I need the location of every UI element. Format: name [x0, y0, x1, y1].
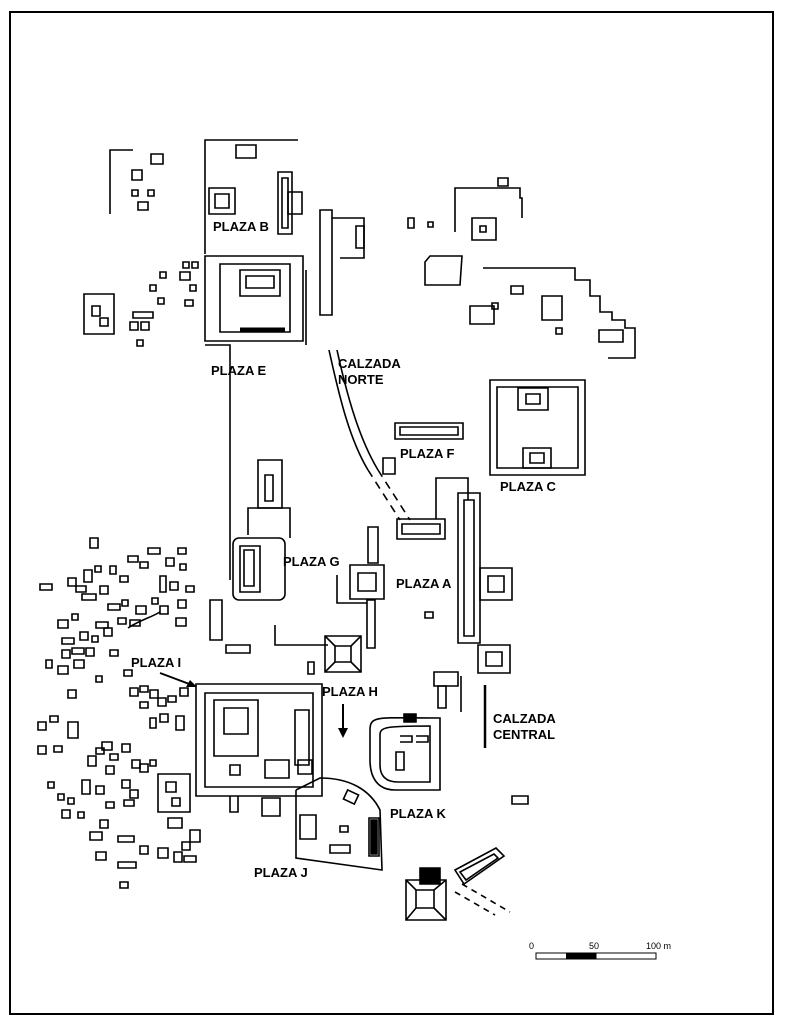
plaza-i-label: PLAZA I — [131, 655, 182, 670]
plaza-e-enclosure — [205, 256, 306, 580]
plaza-k-label: PLAZA K — [390, 806, 446, 821]
plaza-f-building — [383, 423, 463, 474]
map-frame — [10, 12, 773, 1014]
plaza-a-label: PLAZA A — [396, 576, 452, 591]
scale-tick-0: 0 — [529, 941, 535, 951]
plaza-b-enclosure — [205, 140, 302, 254]
plaza-h-arrow — [338, 704, 348, 738]
plaza-i-enclosure — [196, 684, 322, 816]
plaza-g-label: PLAZA G — [283, 554, 340, 569]
northwest-structures — [84, 150, 198, 346]
plaza-j-label: PLAZA J — [254, 865, 308, 880]
plaza-g-enclosure — [210, 460, 328, 653]
scale-tick-50: 50 — [589, 941, 600, 951]
plaza-j-enclosure — [296, 778, 382, 870]
plaza-e-label: PLAZA E — [211, 363, 267, 378]
scale-tick-100: 100 m — [646, 941, 672, 951]
plaza-h-label: PLAZA H — [322, 684, 378, 699]
plaza-c-label: PLAZA C — [500, 479, 556, 494]
plaza-f-label: PLAZA F — [400, 446, 455, 461]
plaza-h-structures — [298, 636, 361, 774]
calzada-norte-label-line2: NORTE — [338, 372, 384, 387]
plaza-c-enclosure — [490, 380, 585, 475]
plaza-i-arrow — [160, 673, 197, 687]
calzada-central-label-line1: CALZADA — [493, 711, 556, 726]
plaza-b-label: PLAZA B — [213, 219, 269, 234]
calzada-central-label-line2: CENTRAL — [493, 727, 556, 742]
northeast-structures — [408, 178, 635, 358]
calzada-norte-label-line1: CALZADA — [338, 356, 401, 371]
plaza-k-enclosure — [370, 672, 528, 804]
plaza-a-structures — [337, 478, 512, 673]
scale-bar — [536, 953, 656, 959]
southern-pyramid — [406, 848, 510, 920]
west-scattered-structures — [38, 538, 200, 888]
calzada-norte-causeway — [320, 210, 410, 520]
